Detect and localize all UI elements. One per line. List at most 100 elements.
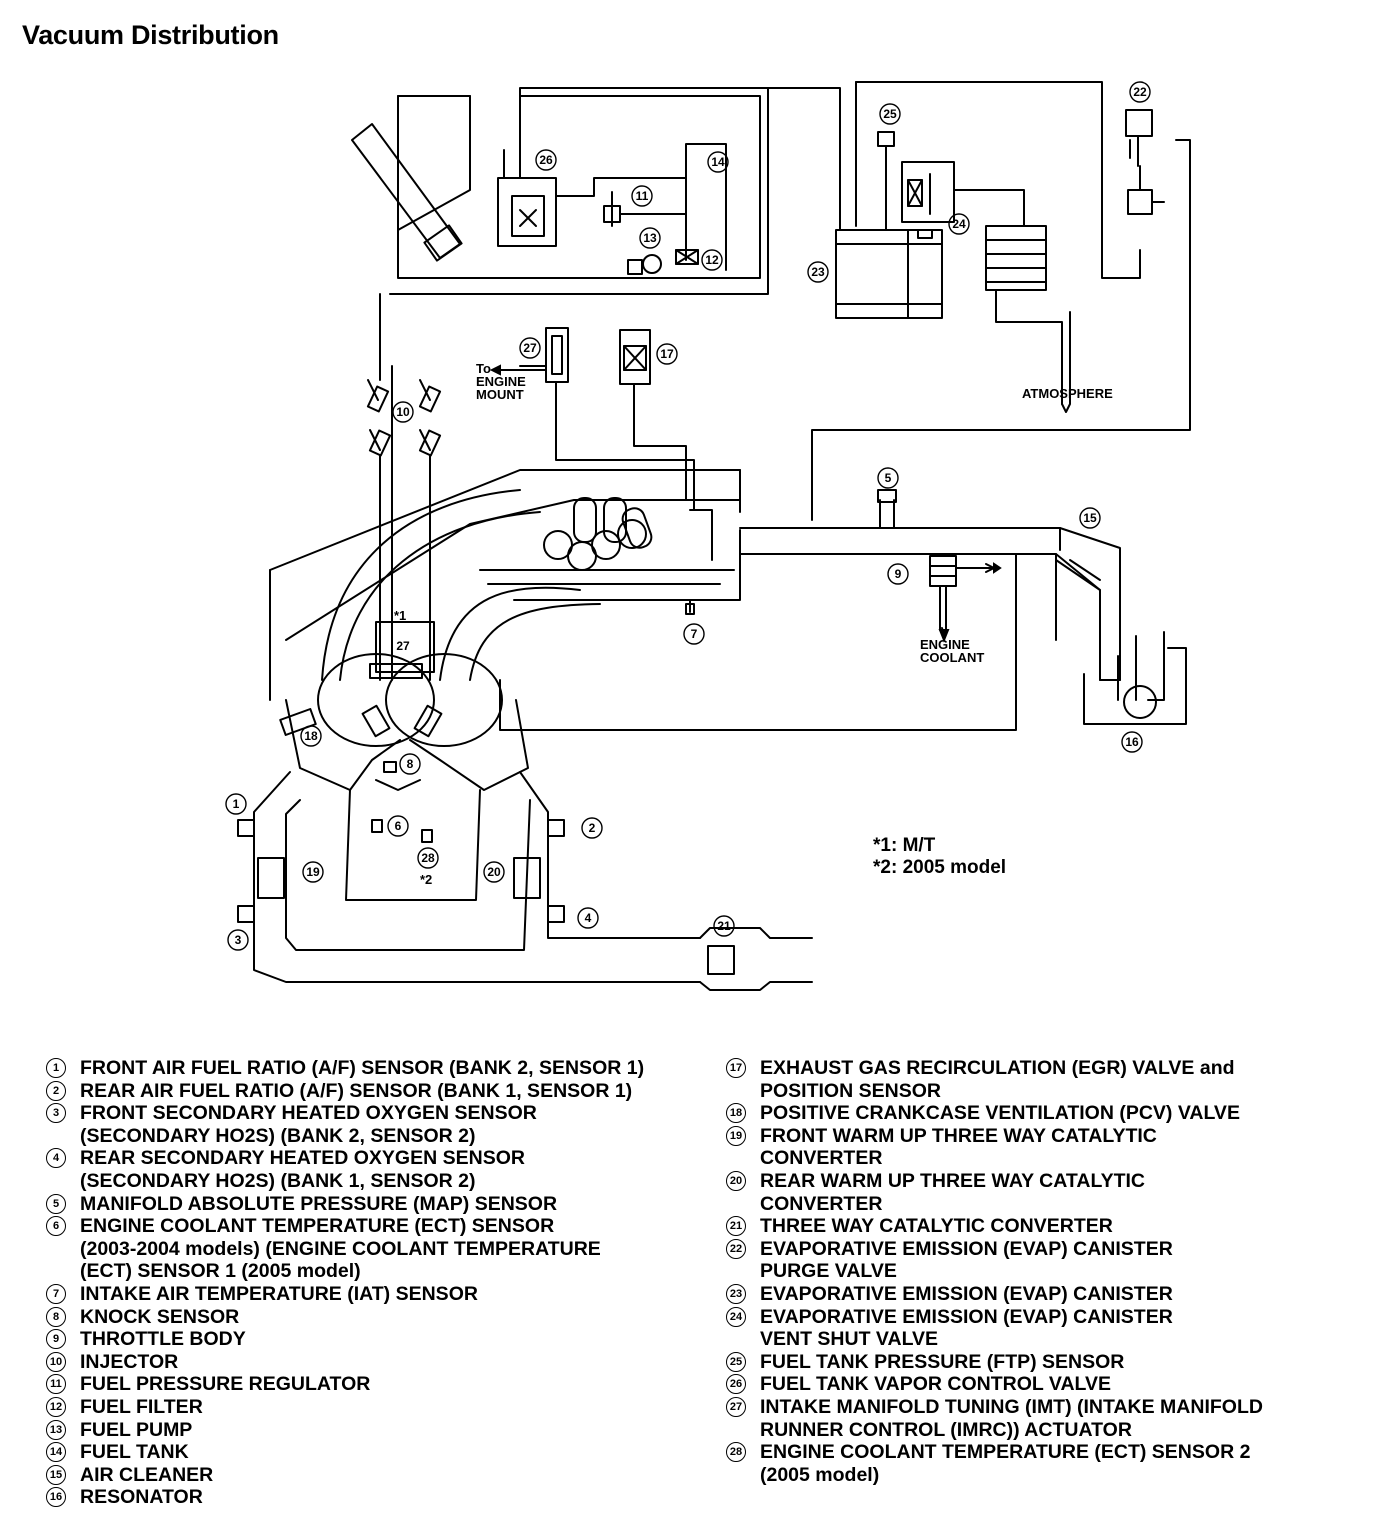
callout-21: 21 [717, 919, 731, 933]
legend-text: FUEL PRESSURE REGULATOR [80, 1373, 716, 1396]
legend-line: (SECONDARY HO2S) (BANK 2, SENSOR 2) [80, 1124, 476, 1147]
legend-line: INTAKE AIR TEMPERATURE (IAT) SENSOR [80, 1282, 478, 1305]
engine-block [279, 621, 529, 901]
legend-text: EXHAUST GAS RECIRCULATION (EGR) VALVE an… [760, 1057, 1366, 1102]
legend-line: PURGE VALVE [760, 1260, 897, 1283]
legend-text: FRONT AIR FUEL RATIO (A/F) SENSOR (BANK … [80, 1057, 716, 1080]
legend-line: (ECT) SENSOR 1 (2005 model) [80, 1260, 361, 1283]
atmosphere-label: ATMOSPHERE [1022, 386, 1113, 401]
legend-text: POSITIVE CRANKCASE VENTILATION (PCV) VAL… [760, 1102, 1366, 1125]
purge-valve [1125, 109, 1165, 215]
egr-and-imt [519, 327, 695, 511]
legend-number: 19 [726, 1125, 746, 1146]
intake-manifold [269, 469, 741, 701]
callout-13: 13 [643, 231, 657, 245]
legend-text: RESONATOR [80, 1486, 716, 1509]
callout-10: 10 [396, 405, 410, 419]
intake-duct [499, 489, 1187, 731]
engine-coolant-label-2: COOLANT [920, 650, 984, 665]
footnotes: *1: M/T *2: 2005 model [873, 835, 1006, 879]
legend-number: 15 [46, 1464, 66, 1485]
legend-item-5: 5 MANIFOLD ABSOLUTE PRESSURE (MAP) SENSOR [46, 1193, 716, 1216]
legend-line: EVAPORATIVE EMISSION (EVAP) CANISTER [760, 1237, 1173, 1260]
legend-line: (SECONDARY HO2S) (BANK 1, SENSOR 2) [80, 1169, 476, 1192]
legend-text: INTAKE MANIFOLD TUNING (IMT) (INTAKE MAN… [760, 1396, 1366, 1441]
legend-line: EVAPORATIVE EMISSION (EVAP) CANISTER [760, 1282, 1173, 1305]
legend-line: FUEL TANK [80, 1441, 189, 1464]
page-title: Vacuum Distribution [22, 20, 279, 50]
callout-3: 3 [235, 933, 242, 947]
legend-item-9: 9 THROTTLE BODY [46, 1328, 716, 1351]
to-engine-mount-label-1: To [476, 361, 491, 376]
legend-text: REAR SECONDARY HEATED OXYGEN SENSOR(SECO… [80, 1147, 716, 1192]
legend-line: KNOCK SENSOR [80, 1305, 240, 1328]
callout-5: 5 [885, 471, 892, 485]
legend-number: 18 [726, 1103, 746, 1124]
legend-number: 9 [46, 1329, 66, 1350]
legend-line: (2003-2004 models) (ENGINE COOLANT TEMPE… [80, 1237, 601, 1260]
callout-6: 6 [395, 819, 402, 833]
evap-canister-assembly [835, 131, 1071, 413]
callout-15: 15 [1083, 511, 1097, 525]
legend-number: 14 [46, 1442, 66, 1463]
legend-number: 26 [726, 1374, 746, 1395]
legend-line: (2005 model) [760, 1463, 880, 1486]
callout-4: 4 [585, 911, 592, 925]
callout-27b: 27 [396, 639, 410, 653]
legend-text: INTAKE AIR TEMPERATURE (IAT) SENSOR [80, 1283, 716, 1306]
callout-26: 26 [539, 153, 553, 167]
legend-line: THREE WAY CATALYTIC CONVERTER [760, 1215, 1113, 1238]
legend-line: FUEL PRESSURE REGULATOR [80, 1373, 371, 1396]
legend-text: FUEL PUMP [80, 1419, 716, 1442]
callout-22: 22 [1133, 85, 1147, 99]
to-engine-mount-label-3: MOUNT [476, 387, 524, 402]
callout-17: 17 [660, 347, 674, 361]
legend-number: 5 [46, 1193, 66, 1214]
legend-line: POSITIVE CRANKCASE VENTILATION (PCV) VAL… [760, 1102, 1240, 1125]
star2-label: *2 [420, 872, 432, 887]
callout-11: 11 [636, 189, 649, 203]
legend-item-14: 14 FUEL TANK [46, 1441, 716, 1464]
callout-28: 28 [421, 851, 435, 865]
legend-line: MANIFOLD ABSOLUTE PRESSURE (MAP) SENSOR [80, 1192, 558, 1215]
legend-number: 8 [46, 1306, 66, 1327]
legend-item-13: 13 FUEL PUMP [46, 1419, 716, 1442]
callout-14: 14 [711, 155, 725, 169]
legend-text: FUEL FILTER [80, 1396, 716, 1419]
legend-line: REAR WARM UP THREE WAY CATALYTIC [760, 1169, 1145, 1192]
legend-number: 25 [726, 1351, 746, 1372]
legend-line: FRONT SECONDARY HEATED OXYGEN SENSOR [80, 1102, 537, 1125]
legend-line: THROTTLE BODY [80, 1328, 246, 1351]
legend-number: 6 [46, 1216, 66, 1237]
legend-line: FUEL TANK PRESSURE (FTP) SENSOR [760, 1350, 1125, 1373]
legend-number: 12 [46, 1396, 66, 1417]
legend-item-11: 11 FUEL PRESSURE REGULATOR [46, 1373, 716, 1396]
legend-number: 11 [46, 1374, 66, 1395]
engine-coolant-label-1: ENGINE [920, 637, 970, 652]
footnote-1: *1: M/T [873, 835, 936, 856]
legend-text: ENGINE COOLANT TEMPERATURE (ECT) SENSOR … [760, 1441, 1366, 1486]
callout-24: 24 [952, 217, 966, 231]
legend-number: 27 [726, 1396, 746, 1417]
legend-number: 13 [46, 1419, 66, 1440]
vacuum-distribution-diagram: 1 2 3 4 5 6 7 8 9 10 11 12 13 14 15 16 1… [225, 81, 1191, 991]
legend-line: AIR CLEANER [80, 1463, 214, 1486]
legend-text: FRONT SECONDARY HEATED OXYGEN SENSOR(SEC… [80, 1102, 716, 1147]
legend-item-12: 12 FUEL FILTER [46, 1396, 716, 1419]
legend-text: AIR CLEANER [80, 1464, 716, 1487]
legend-line: FRONT WARM UP THREE WAY CATALYTIC [760, 1124, 1157, 1147]
exhaust-system [237, 771, 813, 991]
legend-text: MANIFOLD ABSOLUTE PRESSURE (MAP) SENSOR [80, 1193, 716, 1216]
